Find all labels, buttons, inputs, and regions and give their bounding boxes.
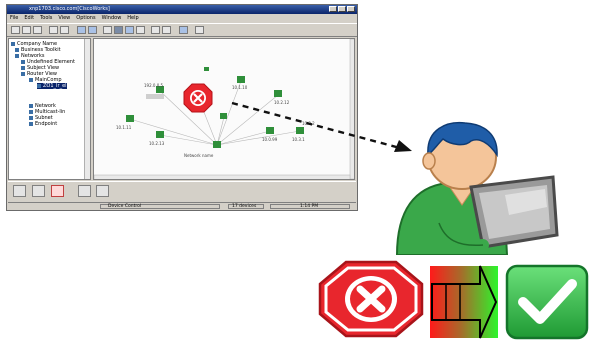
folder-icon [15,47,19,52]
tree-item[interactable]: Network [29,103,56,109]
device-node[interactable] [274,90,282,97]
device-icon [37,83,41,88]
folder-icon [21,71,25,76]
menu-options[interactable]: Options [76,15,96,21]
print-icon[interactable] [151,26,160,34]
folder-icon [29,103,33,108]
node-label: 192.0.0.5 [144,83,164,88]
tree-item-selected[interactable]: ZO1_Ir_el [37,83,67,89]
red-to-green-arrow-icon [430,265,498,339]
tree-item[interactable]: Multicast-lin [29,109,65,115]
menu-help[interactable]: Help [127,15,139,21]
menu-edit[interactable]: Edit [24,15,35,21]
maximize-button[interactable] [338,6,346,12]
navigation-tree: Company Name Business Toolkit Networks U… [8,38,91,180]
app-window: xnp1703.cisco.com[CiscoWorks] File Edit … [6,4,358,211]
minimize-button[interactable] [329,6,337,12]
device-view-icon[interactable] [51,185,64,197]
node-label: 10.2.12 [274,100,290,105]
document-icon[interactable] [96,185,109,197]
network-view-icon[interactable] [13,185,26,197]
window-titlebar: xnp1703.cisco.com[CiscoWorks] [7,5,357,14]
folder-icon [29,121,33,126]
toolbar [7,23,357,37]
tree-scrollbar[interactable] [84,39,90,179]
device-node-label-box [146,94,164,99]
tree-item[interactable]: Networks [15,53,44,59]
tree-item[interactable]: Endpoint [29,121,57,127]
device-node[interactable] [126,115,134,122]
bottom-toolbar [8,181,356,202]
menu-file[interactable]: File [10,15,19,21]
tree-item[interactable]: Subnet [29,115,53,121]
new-icon[interactable] [11,26,20,34]
node-label: 10.3.2 [302,121,315,126]
map-error-stop-icon [183,83,213,113]
menu-bar: File Edit Tools View Options Window Help [7,14,357,22]
tree-item[interactable]: Subject View [21,65,59,71]
folder-icon [21,59,25,64]
window-title: xnp1703.cisco.com[CiscoWorks] [29,6,110,12]
node-label: 10.1.10 [232,85,248,90]
map-vscroll[interactable] [349,39,355,179]
menu-window[interactable]: Window [101,15,122,21]
tree-item[interactable]: Router View [21,71,57,77]
status-count: 17 devices [232,204,257,209]
refresh-icon[interactable] [179,26,188,34]
forward-icon[interactable] [60,26,69,34]
console-icon[interactable] [78,185,91,197]
recycle-icon[interactable] [32,185,45,197]
folder-icon [29,115,33,120]
close-button[interactable] [347,6,355,12]
device-node[interactable] [237,76,245,83]
folder-icon [15,53,19,58]
tree-item[interactable]: MainComp [29,77,62,83]
map-nodes [126,67,304,148]
network-map: 10.1.10 192.0.0.5 10.2.12 10.1.11 10.2.1… [93,38,355,180]
folder-icon [29,77,33,82]
device-node[interactable] [156,131,164,138]
open-icon[interactable] [22,26,31,34]
help-icon[interactable] [195,26,204,34]
folder-icon [11,41,15,46]
status-text: Device Control [108,204,142,209]
properties-icon[interactable] [162,26,171,34]
menu-tools[interactable]: Tools [40,15,53,21]
menu-view[interactable]: View [58,15,71,21]
map-hscroll[interactable] [94,174,351,180]
folder-icon [21,65,25,70]
node-label: 10.1.11 [116,125,132,130]
device-node[interactable] [156,86,164,93]
status-bar: Device Control 17 devices 1:14 PM [8,202,356,211]
node-label: 10.3.1 [292,137,305,142]
zoom-in-icon[interactable] [77,26,86,34]
check-icon [505,264,589,340]
tree-item[interactable]: Undefined Element [21,59,75,65]
layout-icon[interactable] [103,26,112,34]
grid-icon[interactable] [125,26,134,34]
back-icon[interactable] [49,26,58,34]
device-node[interactable] [266,127,274,134]
hub-node[interactable] [213,141,221,148]
node-label: 10.2.13 [149,141,165,146]
tree-item[interactable]: Business Toolkit [15,47,61,53]
save-icon[interactable] [33,26,42,34]
device-node[interactable] [204,67,209,71]
error-stop-icon [318,260,424,338]
tree-item[interactable]: Company Name [11,41,57,47]
zoom-out-icon[interactable] [88,26,97,34]
user-with-laptop-icon [395,121,559,255]
hub-label: Network name [184,153,214,158]
select-icon[interactable] [136,26,145,34]
device-node[interactable] [220,113,227,119]
chart-icon[interactable] [114,26,123,34]
status-time: 1:14 PM [300,204,319,209]
node-label: 10.0.99 [262,137,278,142]
device-node[interactable] [296,127,304,134]
folder-icon [29,109,33,114]
